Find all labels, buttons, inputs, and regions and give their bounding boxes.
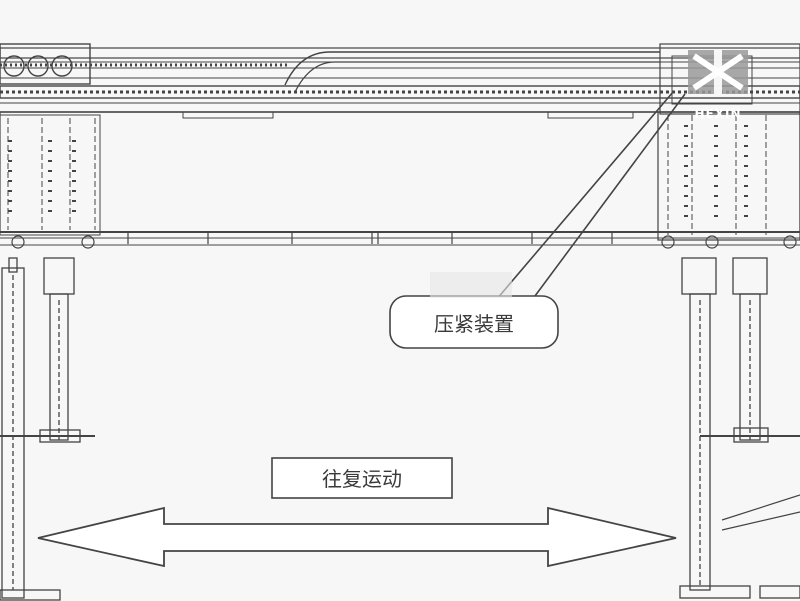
left-legs <box>0 257 95 601</box>
clamping-device-callout: 压紧装置 <box>389 91 686 349</box>
watermark-text: HEXIN <box>695 107 742 121</box>
right-column-assembly <box>657 111 800 249</box>
double-headed-arrow <box>37 506 677 568</box>
left-column-assembly <box>0 114 101 249</box>
watermark-logo: HEXIN <box>688 50 748 121</box>
main-frame <box>0 111 800 246</box>
top-chain-assembly <box>0 43 800 119</box>
reciprocating-motion-label: 往复运动 <box>322 467 402 491</box>
clamping-device-label: 压紧装置 <box>434 312 514 336</box>
right-legs <box>679 257 800 599</box>
reciprocating-motion-annotation: 往复运动 <box>37 457 677 568</box>
